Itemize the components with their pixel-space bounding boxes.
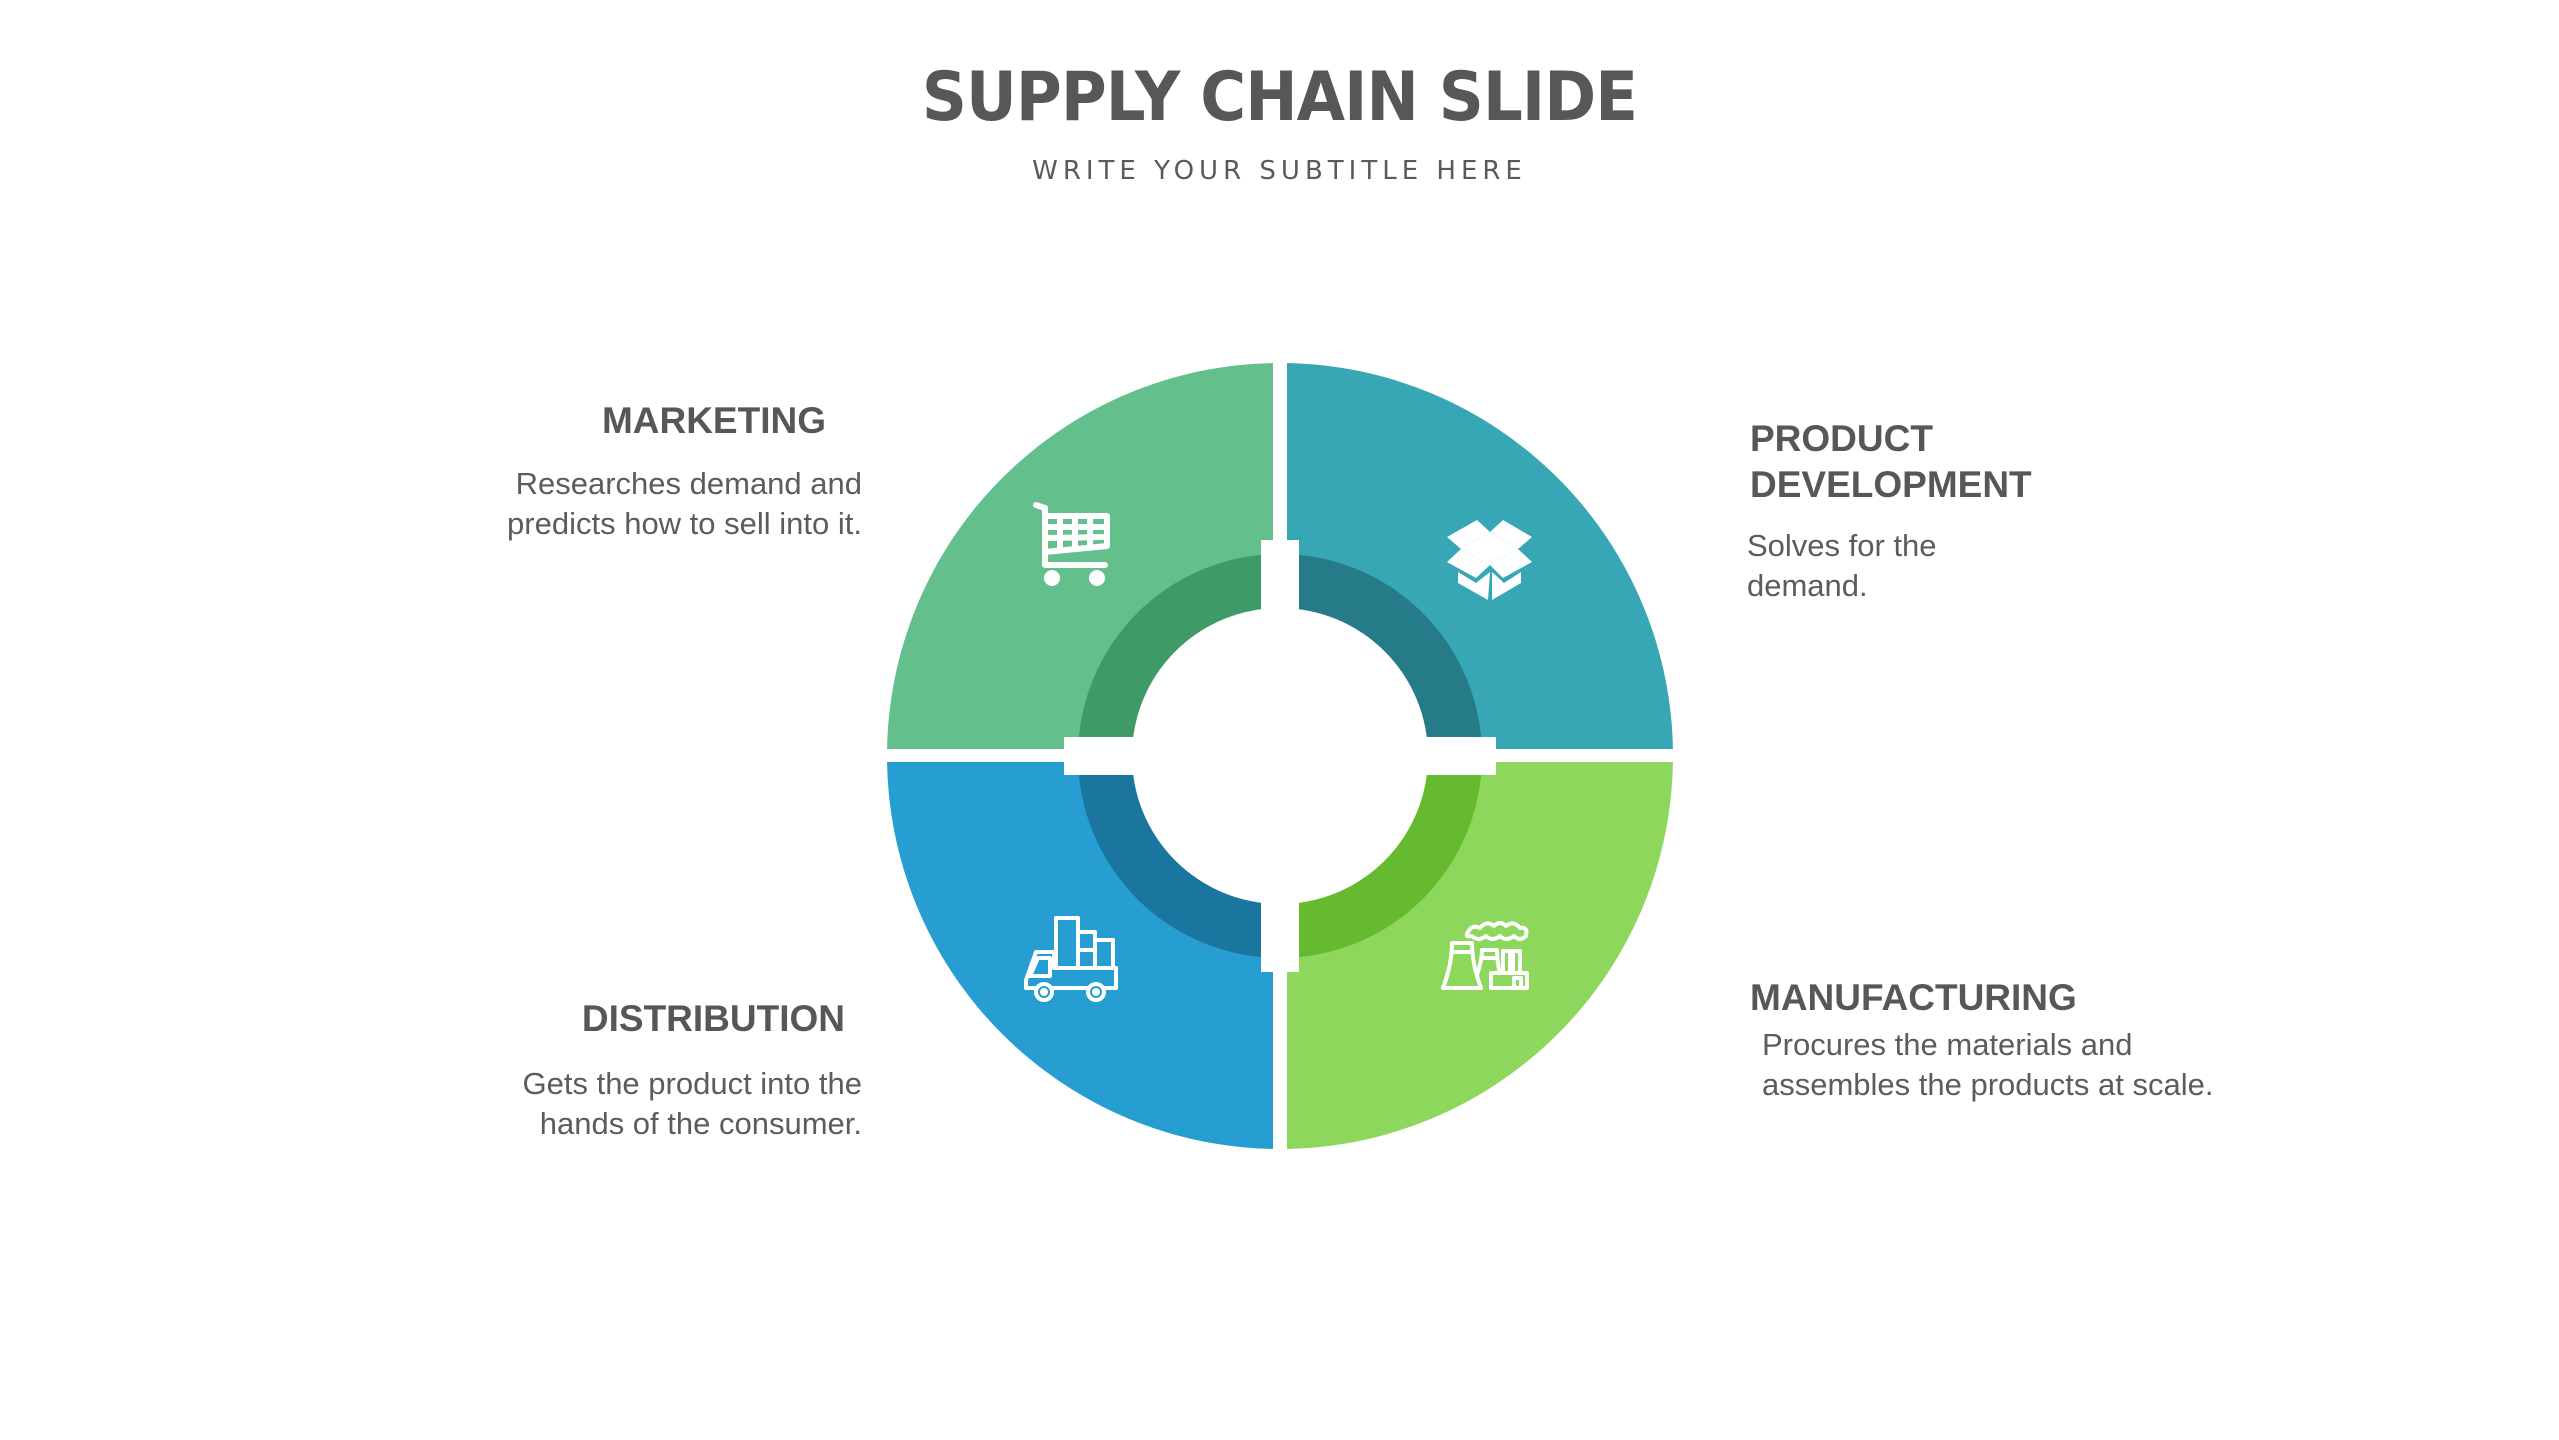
segment-marketing[interactable] <box>887 363 1280 756</box>
label-manufacturing-title: MANUFACTURING <box>1750 977 2077 1018</box>
label-manufacturing: MANUFACTURING Procures the materials and… <box>1750 975 2270 1105</box>
label-marketing-title: MARKETING <box>601 400 826 441</box>
label-manufacturing-description: Procures the materials and assembles the… <box>1762 1027 2214 1102</box>
segment-manufacturing[interactable] <box>1280 756 1673 1149</box>
label-marketing: MARKETING Researches demand and predicts… <box>462 398 862 544</box>
label-marketing-description: Researches demand and predicts how to se… <box>507 466 862 541</box>
label-distribution-description: Gets the product into the hands of the c… <box>522 1066 863 1141</box>
label-product-development-title: PRODUCT DEVELOPMENT <box>1750 418 2032 505</box>
slide-title: SUPPLY CHAIN SLIDE <box>921 58 1638 137</box>
segment-manufacturing-inner <box>1280 756 1482 958</box>
label-product-development: PRODUCT DEVELOPMENT Solves for the deman… <box>1747 416 2170 606</box>
segment-marketing-inner <box>1078 554 1280 756</box>
segment-product-development-inner <box>1280 554 1482 756</box>
label-distribution: DISTRIBUTION Gets the product into the h… <box>462 996 863 1144</box>
segment-distribution[interactable] <box>887 756 1280 1149</box>
factory-icon <box>1441 921 1529 990</box>
label-product-development-description: Solves for the demand. <box>1747 528 1937 603</box>
delivery-truck-icon <box>1024 916 1118 1002</box>
open-box-icon <box>1447 520 1532 600</box>
label-distribution-title: DISTRIBUTION <box>581 998 845 1039</box>
slide-subtitle: WRITE YOUR SUBTITLE HERE <box>1032 156 1527 186</box>
shopping-cart-icon <box>1033 502 1110 586</box>
segment-distribution-inner <box>1078 756 1280 958</box>
